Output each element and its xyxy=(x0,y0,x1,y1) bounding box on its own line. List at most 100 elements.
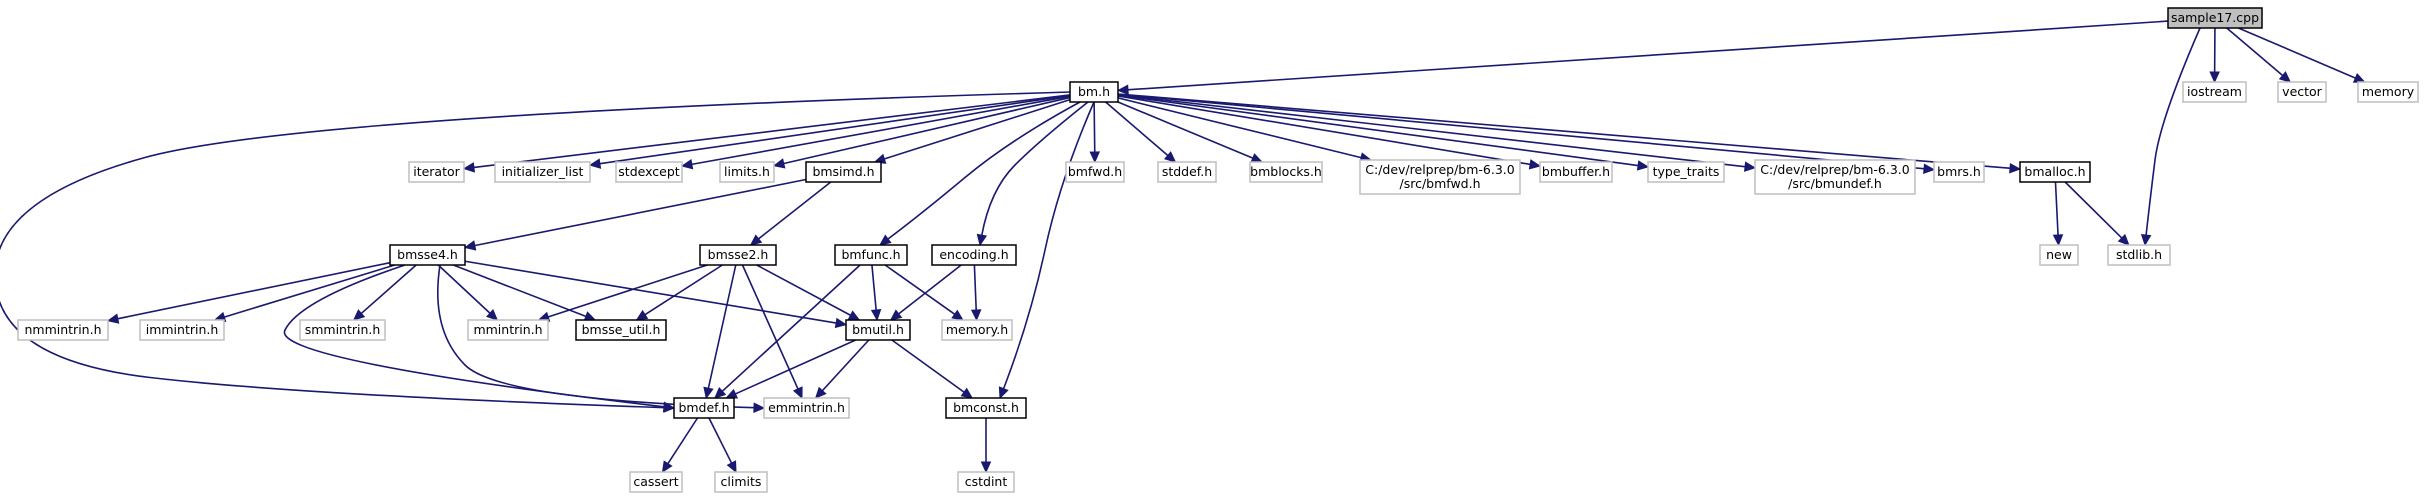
edge-line xyxy=(2226,27,2284,77)
node-label: iostream xyxy=(2187,84,2242,99)
graph-node-bmsimd-h[interactable]: bmsimd.h xyxy=(805,161,882,183)
edge-line xyxy=(437,264,492,315)
edge-line xyxy=(690,95,1071,166)
edge-line xyxy=(360,264,417,315)
edge-line xyxy=(1117,101,1254,160)
edge-line xyxy=(437,264,756,409)
edge-line xyxy=(1093,101,1096,154)
edge-bmsse2-h-to-bmsse-util-h xyxy=(635,264,723,321)
edge-bm-h-to-bmsimd-h xyxy=(873,98,1071,164)
graph-node-bmsse2-h[interactable]: bmsse2.h xyxy=(699,244,777,266)
edge-line xyxy=(734,339,857,396)
graph-node-bmsse-util-h[interactable]: bmsse_util.h xyxy=(575,319,667,341)
edge-line xyxy=(708,417,733,465)
edge-arrowhead xyxy=(960,387,974,399)
node-box xyxy=(763,397,850,419)
edge-line xyxy=(2238,27,2357,80)
edge-arrowhead xyxy=(2278,71,2292,83)
graph-node-smmintrin-h: smmintrin.h xyxy=(299,319,386,341)
node-label: new xyxy=(2046,247,2072,262)
graph-node-bmutil-h[interactable]: bmutil.h xyxy=(845,319,911,341)
graph-node-bm-h[interactable]: bm.h xyxy=(1069,81,1119,103)
node-label: vector xyxy=(2282,84,2323,99)
edge-bm-h-to-type-traits xyxy=(1117,94,1650,171)
node-label: bmsse4.h xyxy=(397,247,458,262)
edge-bm-h-to-stddef-h xyxy=(1105,101,1177,163)
node-box xyxy=(575,319,667,341)
edge-arrowhead xyxy=(753,402,766,413)
edge-line xyxy=(453,264,588,318)
node-label: stdexcept xyxy=(618,164,679,179)
node-label: bmblocks.h xyxy=(1250,164,1322,179)
edge-arrowhead xyxy=(2052,234,2064,247)
edge-bmfunc-h-to-bmutil-h xyxy=(870,264,882,322)
edge-line xyxy=(707,264,737,390)
graph-node-bmconst-h[interactable]: bmconst.h xyxy=(945,397,1027,419)
graph-node-bmdef-h[interactable]: bmdef.h xyxy=(673,397,735,419)
graph-node-memory-h: memory.h xyxy=(941,319,1013,341)
edge-line xyxy=(1117,97,1363,159)
node-box xyxy=(1069,81,1119,103)
edge-encoding-h-to-bmutil-h xyxy=(889,264,962,321)
edge-arrowhead xyxy=(879,234,892,246)
graph-node-encoding-h[interactable]: encoding.h xyxy=(931,244,1017,266)
node-label: encoding.h xyxy=(939,247,1008,262)
node-label: climits xyxy=(721,474,762,489)
edge-bmutil-h-to-emmintrin-h xyxy=(814,339,870,399)
graph-node-initializer-list: initializer_list xyxy=(494,161,591,183)
edge-arrowhead xyxy=(635,309,649,321)
edge-line xyxy=(666,417,699,465)
graph-node-sample17[interactable]: sample17.cpp xyxy=(2167,7,2263,29)
graph-node-nmmintrin-h: nmmintrin.h xyxy=(17,319,109,341)
node-box xyxy=(719,161,775,183)
graph-node-emmintrin-h: emmintrin.h xyxy=(763,397,850,419)
edge-line xyxy=(821,339,870,392)
node-box xyxy=(805,161,882,183)
node-box xyxy=(699,244,777,266)
node-box xyxy=(834,244,908,266)
graph-node-memory: memory xyxy=(2357,81,2419,103)
node-label: bmsse_util.h xyxy=(582,322,661,337)
node-box xyxy=(1933,161,1985,183)
edge-arrowhead xyxy=(1528,159,1542,170)
edge-bmsse4-h-to-mmintrin-h xyxy=(437,264,499,321)
nodes-layer: sample17.cpp iostream vector memory bm.h iter… xyxy=(17,7,2419,493)
node-label: bmdef.h xyxy=(678,400,729,415)
node-box xyxy=(714,471,768,493)
node-label: C:/dev/relprep/bm-6.3.0 xyxy=(1760,162,1910,177)
node-label: cstdint xyxy=(965,474,1008,489)
edge-bm-h-to-bmalloc-h xyxy=(1117,93,2022,174)
node-box xyxy=(1754,159,1916,195)
edge-bm-h-to-limits-h xyxy=(772,96,1071,169)
graph-node-bmalloc-h[interactable]: bmalloc.h xyxy=(2019,161,2091,183)
edge-arrowhead xyxy=(976,233,988,247)
node-label: emmintrin.h xyxy=(768,400,845,415)
edge-arrowhead xyxy=(870,309,882,322)
graph-node-climits: climits xyxy=(714,471,768,493)
edge-sample17-to-memory xyxy=(2238,27,2366,83)
node-box xyxy=(389,244,466,266)
edge-arrowhead xyxy=(588,158,602,169)
edge-bmsse2-h-to-mmintrin-h xyxy=(537,264,708,322)
edge-bmalloc-h-to-stdlib-h xyxy=(2064,181,2130,246)
node-label: bmsimd.h xyxy=(812,164,874,179)
edge-arrowhead xyxy=(2140,233,2152,247)
edge-line xyxy=(546,264,708,318)
graph-node-iterator: iterator xyxy=(408,161,465,183)
edge-line xyxy=(1126,20,2169,91)
edge-bmsse4-h-to-bmutil-h xyxy=(464,260,848,329)
edge-arrowhead xyxy=(980,461,992,474)
graph-node-bmfunc-h[interactable]: bmfunc.h xyxy=(834,244,908,266)
graph-node-iostream: iostream xyxy=(2182,81,2247,103)
node-label: mmintrin.h xyxy=(473,322,542,337)
node-box xyxy=(957,471,1015,493)
graph-node-cstdint: cstdint xyxy=(957,471,1015,493)
edge-arrowhead xyxy=(772,158,786,169)
edge-arrowhead xyxy=(2009,162,2022,174)
edge-arrowhead xyxy=(834,317,848,329)
node-label: smmintrin.h xyxy=(305,322,381,337)
node-box xyxy=(17,319,109,341)
edge-line xyxy=(757,181,832,241)
edge-bmconst-h-to-cstdint xyxy=(980,418,992,474)
graph-node-bmsse4-h[interactable]: bmsse4.h xyxy=(389,244,466,266)
